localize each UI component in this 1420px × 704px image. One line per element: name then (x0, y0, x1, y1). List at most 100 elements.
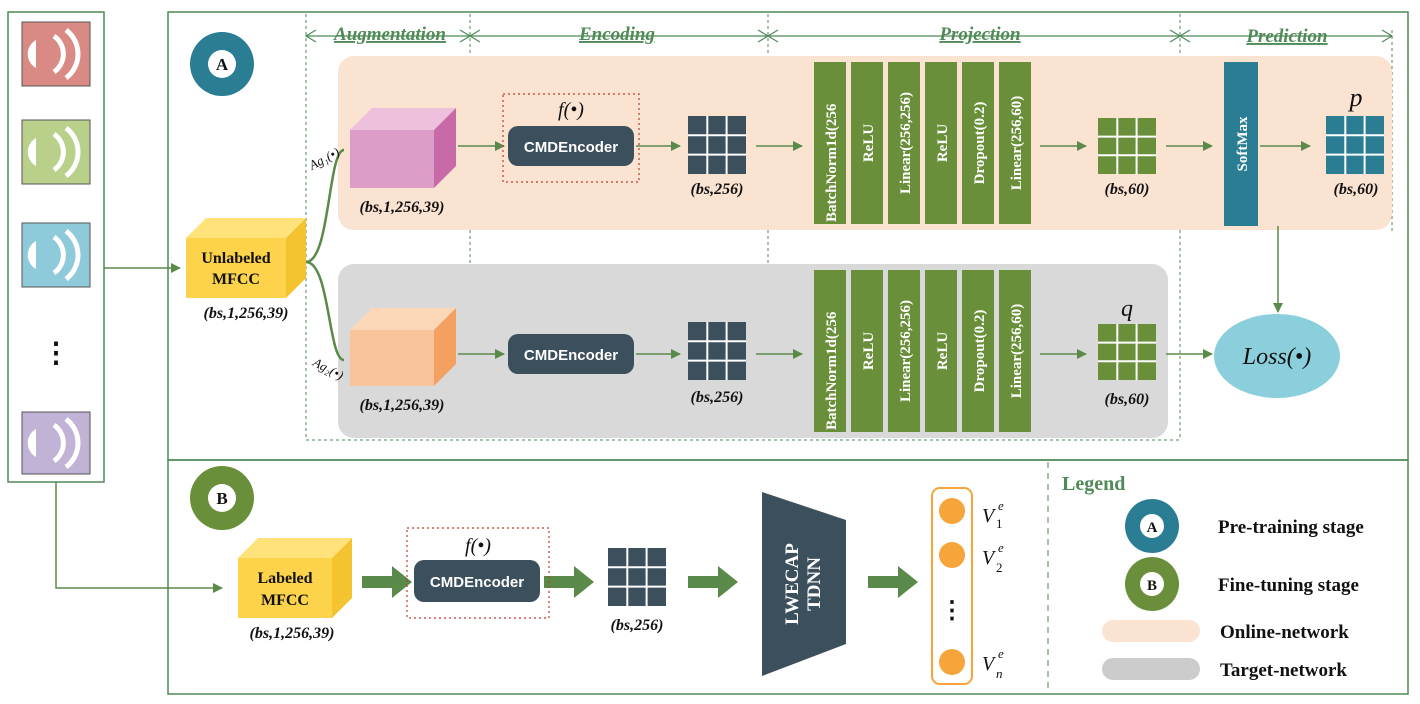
online-projection-dim: (bs,60) (1105, 181, 1150, 198)
sources-to-labeled-arrow (55, 482, 223, 593)
embedding-label-n: V e n (982, 646, 1004, 681)
online-encoder-dashed-box (502, 93, 640, 183)
labeled-dim: (bs,1,256,39) (250, 625, 335, 642)
loss-node (1214, 314, 1340, 398)
legend-target-swatch (1102, 658, 1200, 680)
online-layer-linear-2: Linear(256,60) (1009, 96, 1025, 191)
p-symbol: p (1348, 83, 1363, 112)
embedding-node-n (939, 649, 965, 675)
header-encoding: Encoding (578, 24, 655, 45)
audio-source-purple-icon (21, 411, 91, 475)
header-projection: Projection (938, 24, 1020, 45)
labeled-line1: Labeled (257, 570, 312, 587)
legend: Legend A Pre-training stage B Fine-tunin… (1062, 473, 1364, 681)
online-layer-dropout: Dropout(0.2) (972, 102, 988, 185)
audio-source-blue-icon (21, 222, 91, 288)
stage-a-label: A (216, 55, 229, 74)
svg-text:e: e (998, 498, 1004, 513)
online-layer-relu-1: ReLU (861, 124, 877, 162)
embedding-label-1: V e 1 (982, 498, 1004, 531)
target-layer-relu-2: ReLU (935, 332, 951, 370)
audio-source-red-icon (21, 21, 91, 87)
target-aug-dim: (bs,1,256,39) (360, 397, 445, 414)
online-embedding-dim: (bs,256) (691, 181, 744, 198)
labeled-line2: MFCC (261, 592, 309, 609)
audio-sources-panel: ⋮ (7, 11, 105, 483)
svg-text:n: n (996, 666, 1003, 681)
svg-text:e: e (998, 646, 1004, 661)
online-projection-head: BatchNorm1d(256 ReLU Linear(256,256) ReL… (814, 62, 1031, 224)
finetune-encoder-dashed-box (406, 527, 550, 619)
target-cmdencoder (508, 334, 634, 374)
svg-text:V: V (982, 653, 997, 675)
ag1-label: Ag₁(•) (305, 144, 341, 173)
unlabeled-line2: MFCC (212, 271, 260, 288)
header-augmentation: Augmentation (333, 24, 446, 45)
softmax-block (1224, 62, 1258, 226)
target-cmdencoder-label: CMDEncoder (524, 347, 618, 364)
target-layer-dropout: Dropout(0.2) (972, 310, 988, 393)
finetune-embedding-grid (608, 548, 666, 606)
tdnn-line1: LWECAP (782, 543, 803, 625)
finetune-thick-arrows (362, 566, 918, 598)
loss-label: Loss(•) (1242, 344, 1311, 370)
target-projection-grid (1098, 324, 1156, 380)
legend-a-text: Pre-training stage (1218, 517, 1364, 538)
ag1-branch (305, 148, 345, 264)
svg-text:V: V (982, 547, 997, 569)
target-layer-relu-1: ReLU (861, 332, 877, 370)
online-projection-grid (1098, 118, 1156, 174)
finetune-embedding-dim: (bs,256) (611, 617, 664, 634)
target-layer-linear-2: Linear(256,60) (1009, 304, 1025, 399)
labeled-mfcc-cube: Labeled MFCC (238, 538, 352, 618)
augmented-cube-online (350, 108, 456, 188)
embedding-node-2 (939, 542, 965, 568)
target-layer-batchnorm: BatchNorm1d(256 (824, 311, 840, 430)
target-embedding-grid (688, 322, 746, 380)
target-projection-head: BatchNorm1d(256 ReLU Linear(256,256) ReL… (814, 270, 1031, 432)
svg-text:B: B (1147, 578, 1157, 594)
embedding-dots: ⋮ (940, 598, 964, 624)
softmax-label: SoftMax (1235, 116, 1251, 171)
unlabeled-dim: (bs,1,256,39) (204, 305, 289, 322)
audio-source-green-icon (21, 119, 91, 185)
svg-text:1: 1 (996, 516, 1003, 531)
target-network-bg (338, 264, 1168, 438)
svg-text:2: 2 (996, 560, 1003, 575)
header-prediction: Prediction (1245, 26, 1327, 47)
online-encoder-func: f(•) (558, 99, 584, 121)
stage-a-badge: A (190, 32, 254, 96)
prediction-grid (1326, 116, 1384, 174)
sources-ellipsis: ⋮ (42, 338, 70, 369)
online-embedding-grid (688, 116, 746, 174)
online-aug-dim: (bs,1,256,39) (360, 199, 445, 216)
legend-online-text: Online-network (1220, 622, 1349, 643)
augmented-cube-target (350, 308, 456, 386)
legend-online-swatch (1102, 620, 1200, 642)
online-cmdencoder (508, 126, 634, 166)
legend-title: Legend (1062, 473, 1125, 495)
unlabeled-mfcc-cube: Unlabeled MFCC (186, 218, 306, 298)
q-symbol: q (1121, 296, 1133, 322)
online-layer-linear-1: Linear(256,256) (898, 92, 914, 194)
ag2-branch (305, 260, 345, 362)
finetune-cmdencoder-label: CMDEncoder (430, 574, 524, 591)
legend-b-text: Fine-tuning stage (1218, 575, 1359, 596)
unlabeled-line1: Unlabeled (201, 250, 270, 267)
stage-b-frame (167, 459, 1409, 695)
speaker-embedding-vector (931, 487, 973, 685)
finetune-cmdencoder (414, 560, 540, 602)
prediction-dim: (bs,60) (1334, 181, 1379, 198)
lwecap-tdnn-block (762, 492, 846, 676)
embedding-node-1 (939, 498, 965, 524)
svg-text:e: e (998, 540, 1004, 555)
online-layer-batchnorm: BatchNorm1d(256 (824, 103, 840, 222)
stage-b-label: B (216, 489, 227, 508)
embedding-label-2: V e 2 (982, 540, 1004, 575)
legend-target-text: Target-network (1220, 660, 1347, 681)
svg-text:V: V (982, 505, 997, 527)
tdnn-line2: TDNN (804, 557, 825, 611)
stage-b-badge: B (190, 466, 254, 530)
svg-text:A: A (1147, 520, 1158, 536)
